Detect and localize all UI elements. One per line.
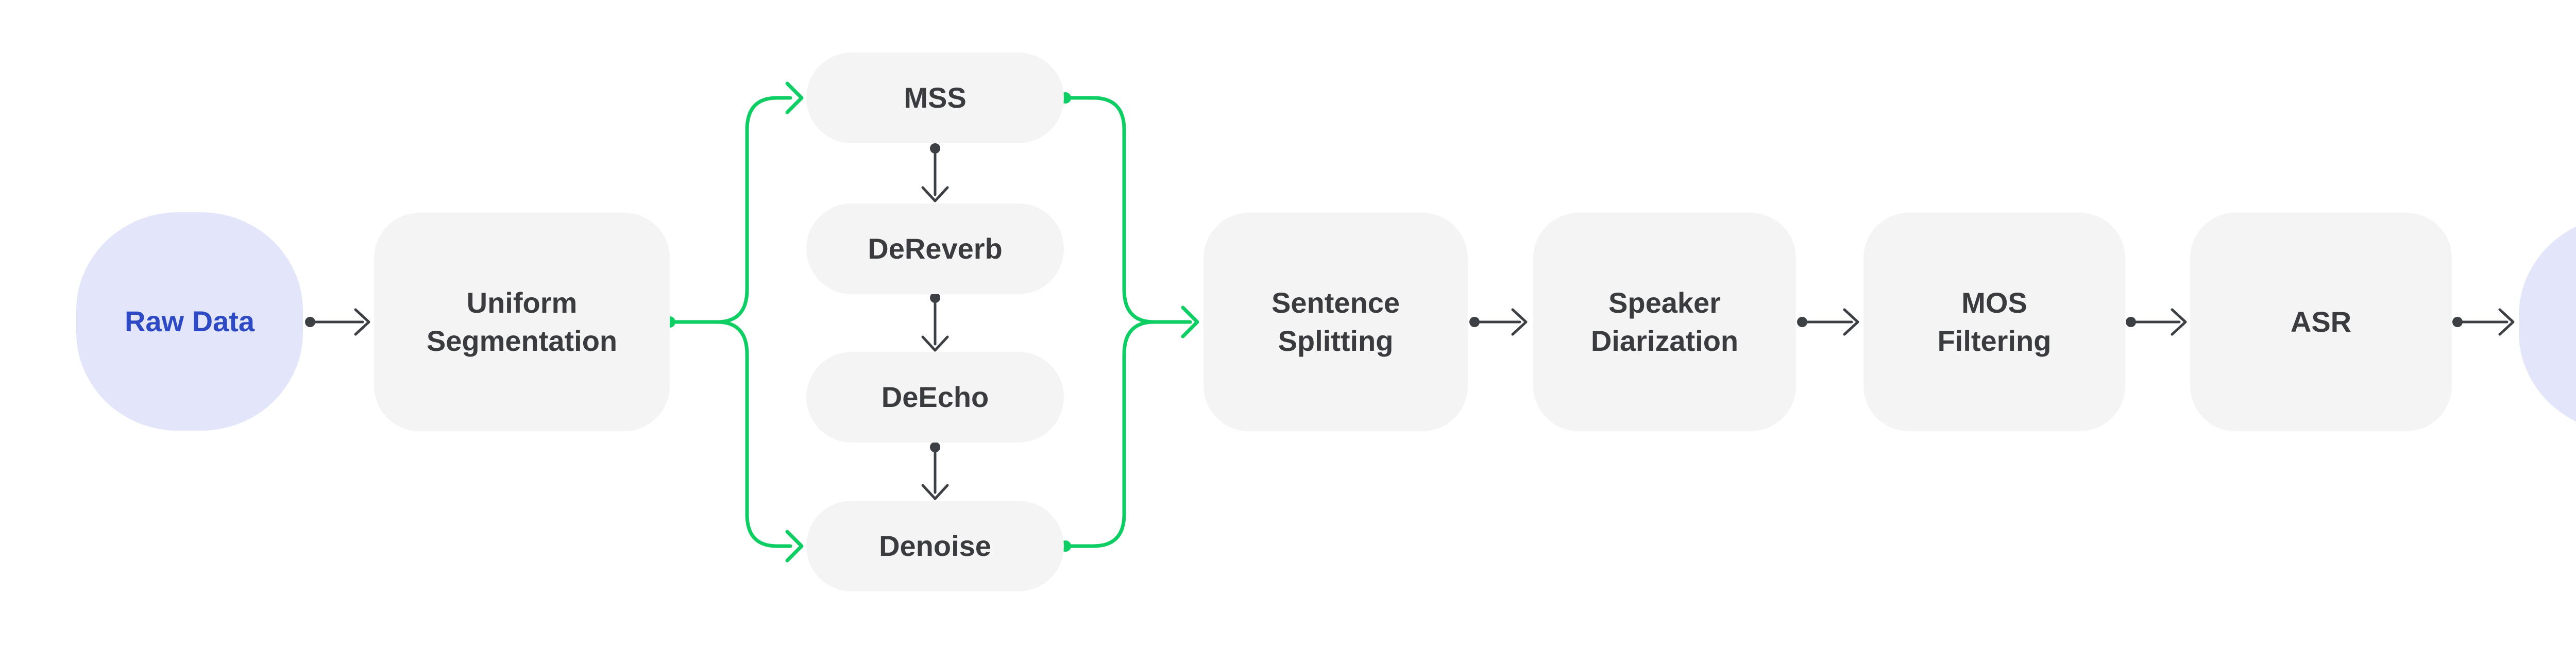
node-mss: MSS (806, 53, 1064, 143)
arrow-dereverb-to-deecho (921, 293, 949, 352)
node-uniform-segmentation-label: Uniform Segmentation (426, 286, 618, 357)
node-speaker-diarization-label: Speaker Diarization (1590, 286, 1739, 357)
node-dereverb: DeReverb (806, 203, 1064, 294)
arrow-raw-to-uniform (305, 308, 370, 336)
arrow-speaker-to-mos (1797, 308, 1859, 336)
node-dereverb-label: DeReverb (868, 232, 1003, 265)
node-asr: ASR (2190, 213, 2452, 431)
node-mos-filtering: MOS Filtering (1863, 213, 2125, 431)
node-denoise-label: Denoise (879, 529, 991, 562)
arrow-mss-to-dereverb (921, 143, 949, 202)
node-uniform-segmentation: Uniform Segmentation (374, 213, 670, 431)
node-asr-label: ASR (2290, 305, 2352, 338)
node-denoise: Denoise (806, 501, 1064, 591)
arrow-asr-to-parallel (2452, 308, 2515, 336)
node-mss-label: MSS (904, 81, 967, 114)
node-raw-data-label: Raw Data (124, 304, 255, 337)
arrow-mos-to-asr (2126, 308, 2187, 336)
node-sentence-splitting-label: Sentence Splitting (1272, 286, 1400, 357)
arrow-deecho-to-denoise (921, 442, 949, 500)
node-deecho-label: DeEcho (881, 380, 989, 413)
node-deecho: DeEcho (806, 352, 1064, 443)
green-merge-connector (1060, 92, 1199, 552)
arrow-sentence-to-speaker (1469, 308, 1528, 336)
node-sentence-splitting: Sentence Splitting (1204, 213, 1468, 431)
node-mos-filtering-label: MOS Filtering (1937, 286, 2052, 357)
node-speaker-diarization: Speaker Diarization (1533, 213, 1796, 431)
node-raw-data: Raw Data (76, 212, 303, 431)
green-fork-connector (664, 81, 804, 563)
